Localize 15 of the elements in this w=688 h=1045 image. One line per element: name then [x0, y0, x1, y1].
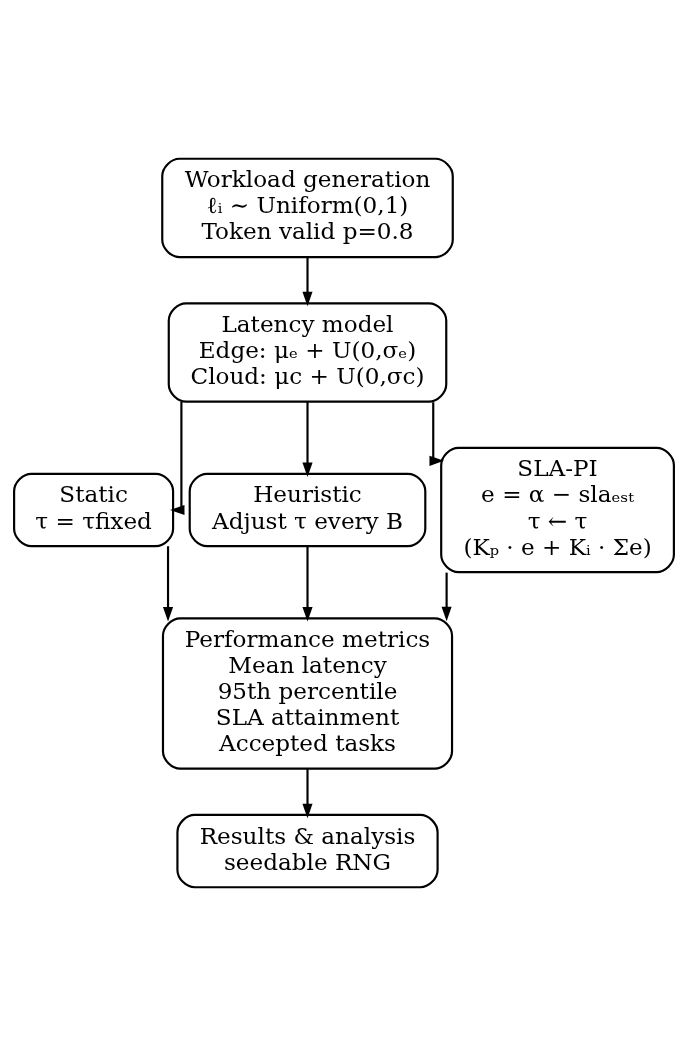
node-box: Static τ = τfixed [13, 472, 175, 547]
arrow [302, 545, 313, 622]
arrow [441, 572, 452, 621]
node-box: Performance metrics Mean latency 95th percentile SLA attainment Accepted tasks [161, 616, 454, 770]
node-box: Heuristic Adjust τ every B [188, 472, 427, 547]
node-box: Latency model Edge: μₑ + U(0,σₑ) Cloud: μc + U(0,σc) [167, 301, 448, 403]
arrow [162, 545, 174, 622]
node-box: Workload generation ℓᵢ ∼ Uniform(0,1) Token valid p=0.8 [161, 157, 454, 258]
arrow [302, 401, 313, 477]
arrow [302, 768, 313, 818]
arrow [429, 401, 444, 466]
arrow [302, 256, 313, 306]
arrow [170, 401, 185, 515]
node-box: SLA-PI e = α − slaₑₛₜ τ ← τ (Kₚ · e + Kᵢ · Σe) [440, 446, 675, 573]
node-box: Results & analysis seedable RNG [176, 813, 439, 888]
